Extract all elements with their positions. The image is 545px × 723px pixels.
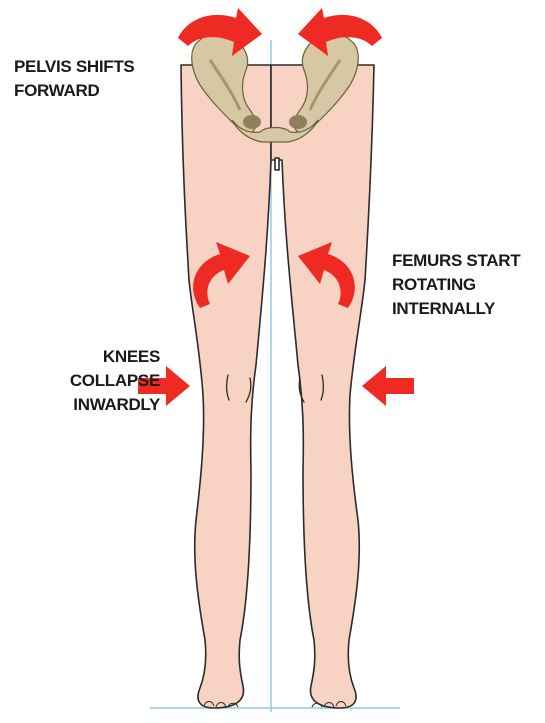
right-leg	[271, 65, 374, 708]
knees-label-line1: KNEES	[10, 345, 160, 369]
crotch-notch	[275, 158, 279, 170]
femurs-label-line1: FEMURS START	[392, 249, 520, 273]
legs	[181, 65, 374, 708]
pelvis-label: PELVIS SHIFTS FORWARD	[14, 55, 134, 103]
knees-label-line3: INWARDLY	[10, 393, 160, 417]
femurs-label: FEMURS START ROTATING INTERNALLY	[392, 249, 520, 321]
pelvis-label-line1: PELVIS SHIFTS	[14, 55, 134, 79]
femurs-label-line2: ROTATING	[392, 273, 520, 297]
pelvis-label-line2: FORWARD	[14, 79, 134, 103]
knee-arrow-right	[362, 366, 414, 406]
right-obturator	[289, 115, 307, 129]
knees-label: KNEES COLLAPSE INWARDLY	[10, 345, 160, 417]
knees-label-line2: COLLAPSE	[10, 369, 160, 393]
femurs-label-line3: INTERNALLY	[392, 297, 520, 321]
left-leg	[181, 65, 271, 708]
left-obturator	[243, 115, 261, 129]
